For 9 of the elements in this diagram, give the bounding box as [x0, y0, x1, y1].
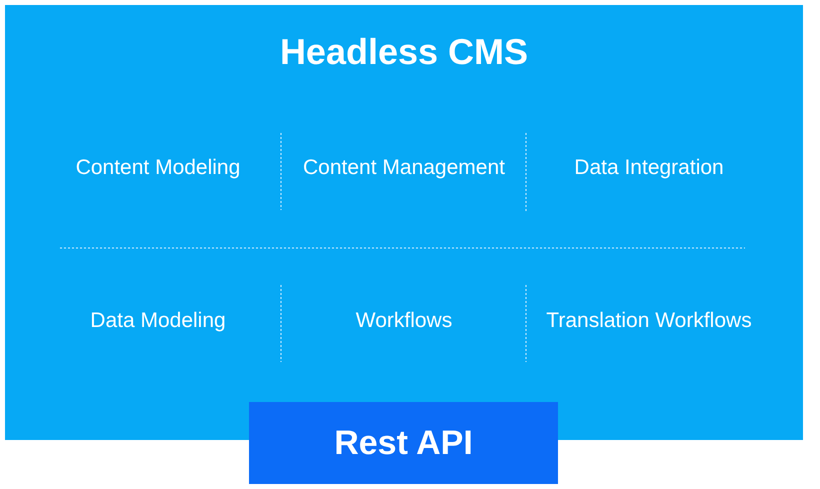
panel-title: Headless CMS: [278, 31, 530, 73]
feature-label: Data Integration: [573, 155, 725, 181]
feature-label: Data Modeling: [89, 308, 227, 334]
feature-label: Translation Workflows: [545, 308, 753, 334]
api-box: [249, 402, 558, 484]
feature-label: Content Modeling: [74, 155, 242, 181]
feature-label: Content Management: [302, 155, 506, 181]
box-label: Rest API: [333, 424, 474, 463]
feature-label: Workflows: [354, 308, 454, 334]
